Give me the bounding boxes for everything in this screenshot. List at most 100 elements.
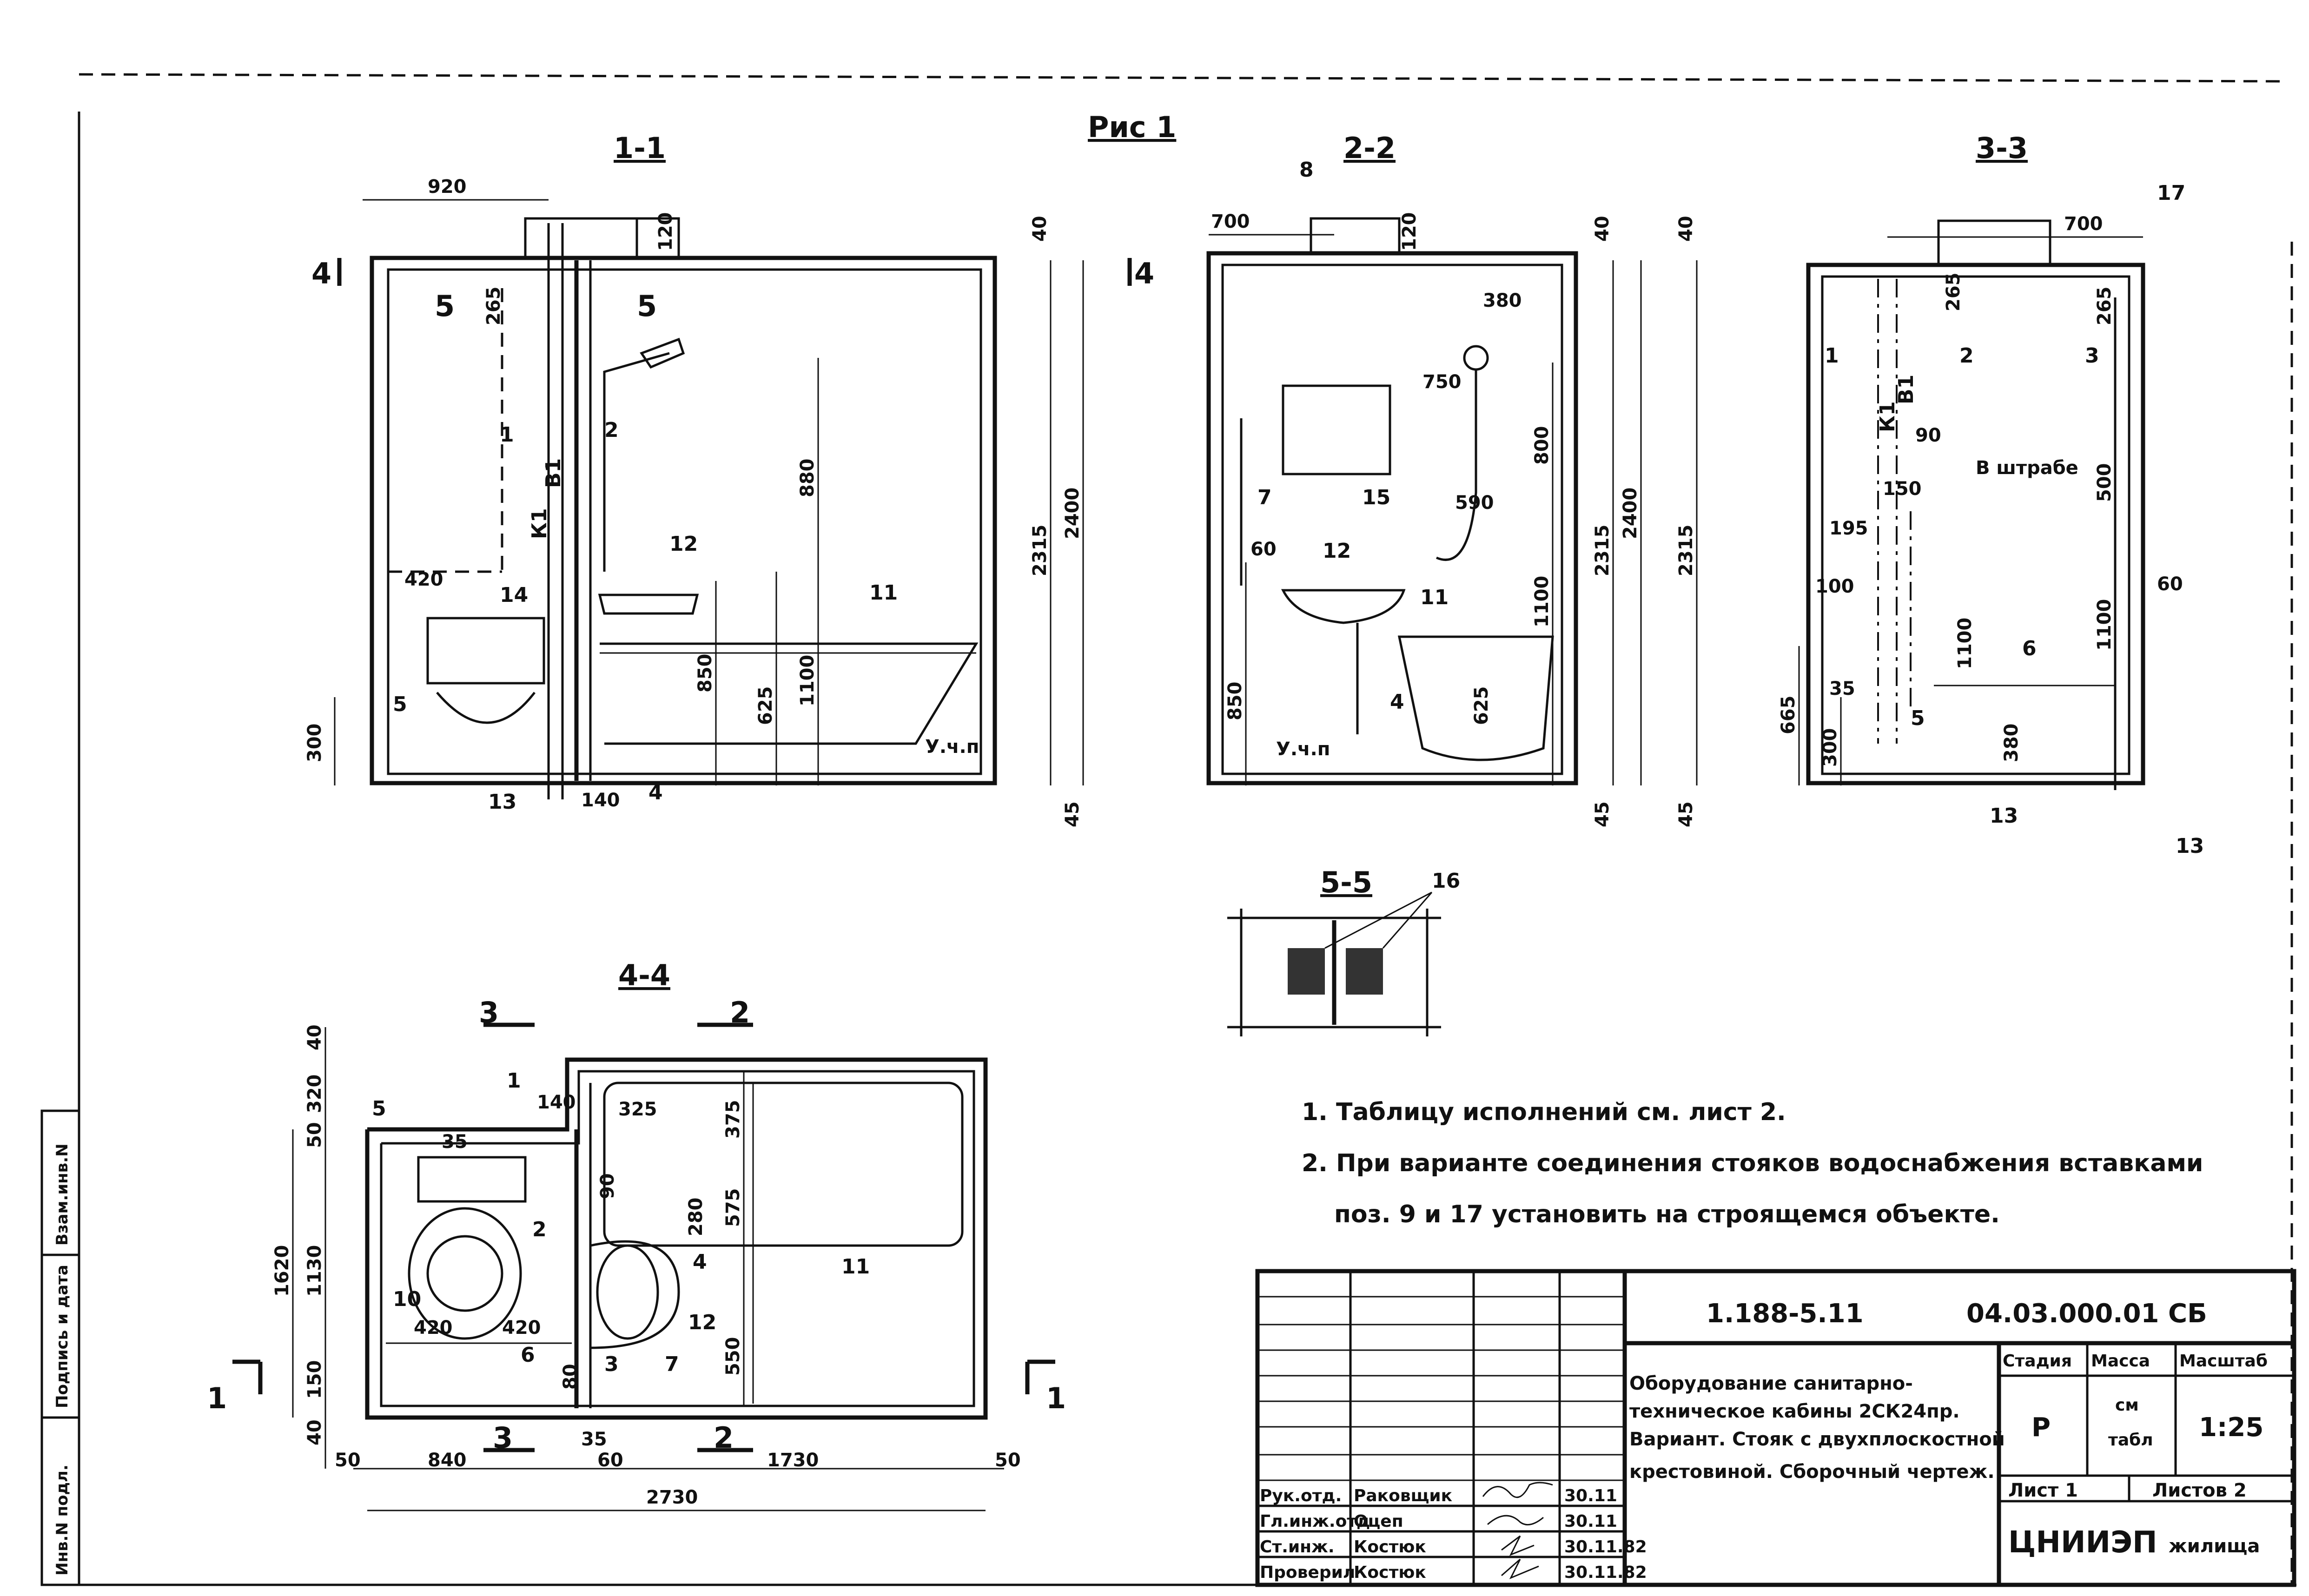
mass-value-2: табл [2108, 1431, 2153, 1450]
v33-pos-6: 6 [2022, 637, 2037, 660]
v22-dim-590: 590 [1455, 492, 1494, 514]
section-1-1: 1-1 4 4 5 5 [304, 131, 1154, 827]
v44-pos-10: 10 [393, 1287, 421, 1311]
v11-b1: В1 [542, 458, 565, 488]
v33-pos-3: 3 [2085, 344, 2099, 368]
v11-dim-120: 120 [655, 212, 676, 251]
v44-pos-11: 11 [841, 1255, 870, 1279]
cut-5-left: 5 [435, 289, 455, 323]
v44-dim-575: 575 [722, 1188, 744, 1227]
v22-pos-15: 15 [1362, 486, 1390, 509]
v22-dim-45: 45 [1592, 801, 1613, 827]
stage-header: Стадия [2003, 1352, 2072, 1371]
doc-desc-4: крестовиной. Сборочный чертеж. [1629, 1461, 1995, 1483]
v33-dim-100: 100 [1815, 576, 1854, 597]
v44-pos-4: 4 [693, 1250, 707, 1274]
v44-dim-80: 80 [560, 1364, 581, 1390]
mass-header: Масса [2091, 1352, 2150, 1371]
v33-dim-1100a: 1100 [1954, 618, 1976, 669]
sheet-count: Листов 2 [2152, 1480, 2247, 1501]
role-4-date: 30.11.82 [1564, 1563, 1647, 1582]
v11-dim-40: 40 [1029, 216, 1051, 242]
doc-desc-2: техническое кабины 2СК24пр. [1629, 1401, 1960, 1422]
v44-pos-7: 7 [665, 1352, 679, 1376]
v22-pos-12: 12 [1323, 539, 1351, 563]
cut-2-top: 2 [730, 996, 750, 1029]
signature-2 [1487, 1515, 1544, 1526]
grille-right [1346, 948, 1383, 995]
v11-dim-880: 880 [797, 459, 818, 498]
figure-label: Рис 1 [1088, 110, 1176, 144]
v33-v-shtrabe: В штрабе [1976, 457, 2078, 479]
v44-dim-35b: 35 [581, 1429, 607, 1450]
role-1-date: 30.11 [1564, 1486, 1617, 1505]
cut-5-right: 5 [637, 289, 657, 323]
v44-pos-12: 12 [688, 1311, 716, 1334]
v11-pos-5: 5 [393, 692, 407, 716]
role-2-name: Оцеп [1354, 1512, 1403, 1531]
section-3-3: 3-3 40 700 265 265 500 90 195 150 100 60… [1675, 131, 2204, 858]
cut-4-left: 4 [311, 257, 331, 290]
v11-pos-12: 12 [669, 532, 698, 556]
v11-pos-14: 14 [500, 583, 528, 607]
v44-pos-3: 3 [604, 1352, 619, 1376]
v44-dim-420b: 420 [502, 1317, 541, 1339]
v33-pos-1: 1 [1825, 344, 1839, 368]
role-3: Ст.инж. [1260, 1537, 1335, 1556]
cut-3-bottom: 3 [493, 1421, 513, 1455]
v33-dim-700: 700 [2064, 213, 2103, 235]
cut-1-left: 1 [207, 1381, 227, 1415]
v33-dim-45: 45 [1675, 801, 1697, 827]
v22-dim-800: 800 [1531, 426, 1553, 465]
stage-value: Р [2031, 1412, 2051, 1443]
v44-dim-60: 60 [597, 1450, 623, 1471]
v44-pos-2: 2 [532, 1218, 547, 1241]
section-title-5-5: 5-5 [1320, 865, 1372, 899]
notes: 1. Таблицу исполнений см. лист 2. 2. При… [1302, 1098, 2203, 1228]
note-2-cont: поз. 9 и 17 установить на строящемся объ… [1334, 1200, 2000, 1228]
v22-pos-4: 4 [1390, 690, 1404, 714]
v33-dim-2315: 2315 [1675, 525, 1697, 576]
v33-dim-40: 40 [1675, 216, 1697, 242]
v44-pos-6: 6 [521, 1343, 535, 1367]
v33-pos-13a: 13 [1990, 804, 2018, 828]
v11-dim-45: 45 [1062, 801, 1083, 827]
v44-dim-2730: 2730 [646, 1487, 698, 1508]
v11-dim-2400: 2400 [1062, 488, 1083, 539]
v22-dim-1100: 1100 [1531, 576, 1553, 627]
v44-dim-140: 140 [537, 1092, 576, 1113]
v22-dim-380: 380 [1483, 290, 1522, 311]
v44-dim-1620: 1620 [271, 1245, 293, 1297]
v11-pos-1: 1 [500, 423, 514, 447]
v33-pos-17: 17 [2157, 181, 2185, 205]
v33-dim-300: 300 [1819, 728, 1841, 767]
v33-dim-35: 35 [1829, 678, 1855, 699]
v44-pos-1: 1 [507, 1069, 521, 1093]
v11-dim-140: 140 [581, 790, 620, 811]
side-stamp: Инв.N подл. Подпись и дата Взам.инв.N [40, 1109, 80, 1586]
v33-dim-195: 195 [1829, 518, 1868, 539]
mass-value-1: см [2115, 1396, 2139, 1415]
section-title-4-4: 4-4 [618, 958, 670, 992]
v33-dim-60: 60 [2157, 574, 2183, 595]
sheet-number: Лист 1 [2008, 1480, 2078, 1501]
v44-dim-420a: 420 [414, 1317, 453, 1339]
cut-3-top: 3 [479, 996, 499, 1029]
v11-pos-2: 2 [604, 418, 619, 442]
v11-k1: К1 [528, 508, 551, 539]
section-4-4: 4-4 3 2 3 2 1 1 4 [207, 958, 1066, 1511]
role-3-name: Костюк [1354, 1537, 1426, 1556]
v11-dim-625: 625 [755, 686, 776, 725]
note-2: 2. При варианте соединения стояков водос… [1302, 1149, 2203, 1177]
stamp-vzam: Взам.инв.N [53, 1143, 72, 1246]
doc-desc-3: Вариант. Стояк с двухплоскостной [1629, 1429, 2005, 1450]
stamp-inv-podl: Инв.N подл. [53, 1464, 72, 1576]
v33-dim-1100b: 1100 [2094, 599, 2115, 651]
org-sub: жилища [2169, 1536, 2260, 1557]
doc-code: 1.188-5.11 [1706, 1299, 1864, 1329]
v11-dim-300: 300 [304, 724, 325, 763]
v44-dim-325: 325 [618, 1099, 657, 1120]
section-title-3-3: 3-3 [1976, 131, 2028, 165]
v11-pos-11: 11 [869, 581, 898, 605]
